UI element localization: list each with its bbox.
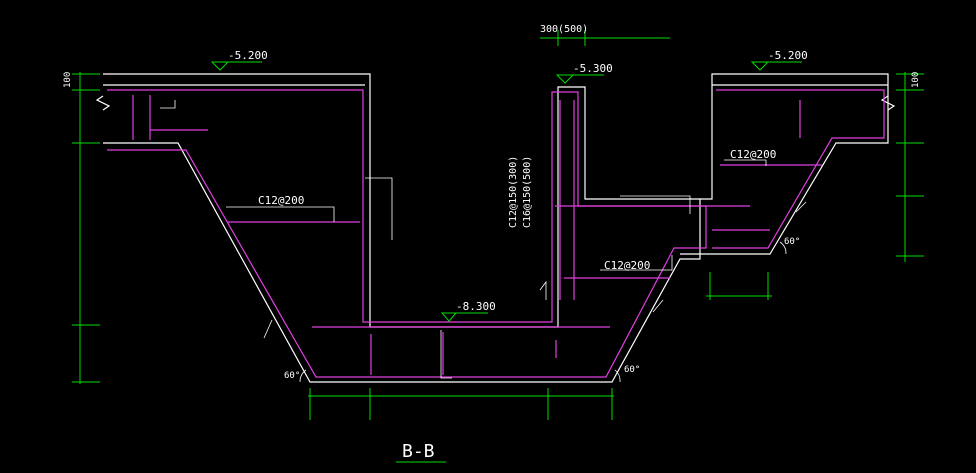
elev-top-left-text: -5.200	[228, 49, 268, 62]
dim-top-width-text: 300(500)	[540, 24, 588, 35]
angle-left-text: 60°	[284, 371, 300, 381]
rebar-right-upper-text: C12@200	[730, 148, 776, 161]
right-break-symbol	[880, 95, 896, 111]
elevation-markers	[210, 61, 802, 322]
dim-left-top-text: 100	[63, 72, 73, 88]
elev-mid	[555, 74, 604, 84]
rebar-center-text: C12@200	[604, 259, 650, 272]
dim-right-top-text: 100	[911, 72, 921, 88]
elev-top-right-text: -5.200	[768, 49, 808, 62]
elev-bottom	[440, 312, 488, 322]
elev-top-left	[210, 61, 262, 71]
rebar-vertical-a-text: C12@150(300)	[508, 156, 519, 228]
right-outline	[680, 73, 889, 255]
left-break-symbol	[95, 95, 111, 111]
elev-bottom-text: -8.300	[456, 300, 496, 313]
rebar-right-inner	[712, 89, 885, 249]
angle-right-high-text: 60°	[784, 237, 800, 247]
leader-lines	[160, 100, 807, 379]
dimension-lines	[72, 30, 924, 463]
angle-right-low-text: 60°	[624, 365, 640, 375]
section-title: B-B	[402, 441, 435, 462]
angle-arcs	[299, 241, 787, 383]
elev-mid-text: -5.300	[573, 62, 613, 75]
rebar-vertical-b-text: C16@150(500)	[522, 156, 533, 228]
rebar-left-inner	[107, 89, 707, 378]
rebar	[107, 89, 885, 378]
rebar-left-wall-text: C12@200	[258, 194, 304, 207]
concrete-outline	[95, 73, 896, 383]
left-top-slab	[103, 73, 701, 383]
elev-top-right	[750, 61, 802, 71]
